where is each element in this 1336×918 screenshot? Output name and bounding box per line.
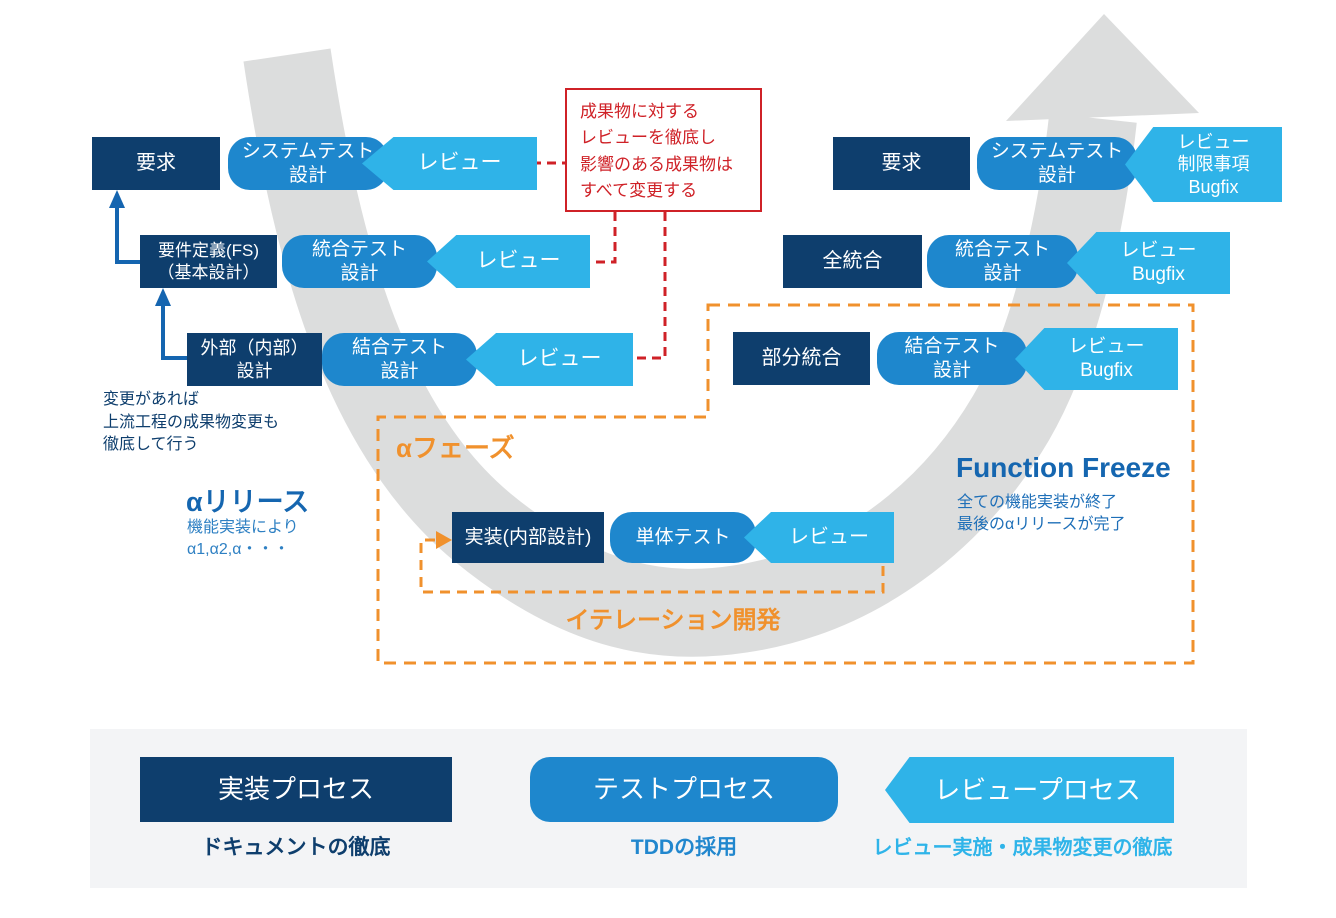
legend-review-process: レビュープロセス [885,757,1174,823]
process-box-requirements-right: 要求 [833,137,970,190]
review-arrow-left-2: レビュー [427,235,590,288]
review-arrow-center: レビュー [744,512,894,563]
process-box-requirements-left: 要求 [92,137,220,190]
process-box-external-design: 外部（内部） 設計 [187,333,322,386]
up-arrowhead-icon [155,288,171,306]
upstream-arrow-1 [115,206,140,264]
test-box-integration-test-left: 統合テスト 設計 [282,235,437,288]
test-box-combined-test-right: 結合テスト 設計 [877,332,1027,385]
alpha-phase-label: αフェーズ [396,433,515,463]
alpha-release-body: 機能実装により α1,α2,α・・・ [187,519,299,559]
function-freeze-title: Function Freeze [956,452,1171,483]
review-policy-note: 成果物に対する レビューを徹底し 影響のある成果物は すべて変更する [565,88,762,212]
function-freeze-body: 全ての機能実装が終了 最後のαリリースが完了 [957,494,1126,533]
review-arrow-left-3: レビュー [466,333,633,386]
legend-test-process: テストプロセス [530,757,838,822]
iteration-development-label: イテレーション開発 [565,607,781,634]
legend-implementation-process: 実装プロセス [140,757,452,822]
process-box-requirement-definition: 要件定義(FS) （基本設計） [140,235,277,288]
review-arrow-right-2: レビュー Bugfix [1067,232,1230,294]
upstream-arrow-2 [161,304,187,360]
test-box-combined-test-left: 結合テスト 設計 [322,333,477,386]
alpha-phase-dashed-box [376,303,1195,665]
upstream-change-note: 変更があれば 上流工程の成果物変更も 徹底して行う [103,391,280,454]
process-box-implementation: 実装(内部設計) [452,512,604,563]
process-box-partial-integration: 部分統合 [733,332,870,385]
process-box-full-integration: 全統合 [783,235,922,288]
alpha-release-title: αリリース [186,487,310,517]
iteration-arrowhead-icon [436,531,452,549]
review-arrow-right-3: レビュー Bugfix [1015,328,1178,390]
test-box-integration-test-right: 統合テスト 設計 [927,235,1078,288]
up-arrowhead-icon [109,190,125,208]
legend-implementation-caption: ドキュメントの徹底 [201,836,391,859]
legend-review-caption: レビュー実施・成果物変更の徹底 [872,837,1173,859]
test-box-system-test-left: システムテスト 設計 [228,137,388,190]
test-box-unit-test: 単体テスト [610,512,756,563]
review-arrow-right-1: レビュー 制限事項 Bugfix [1125,127,1282,202]
test-box-system-test-right: システムテスト 設計 [977,137,1137,190]
legend-test-caption: TDDの採用 [630,836,738,859]
gray-arrowhead-icon [1006,14,1199,121]
review-arrow-left-1: レビュー [362,137,537,190]
iteration-loop [419,538,885,594]
